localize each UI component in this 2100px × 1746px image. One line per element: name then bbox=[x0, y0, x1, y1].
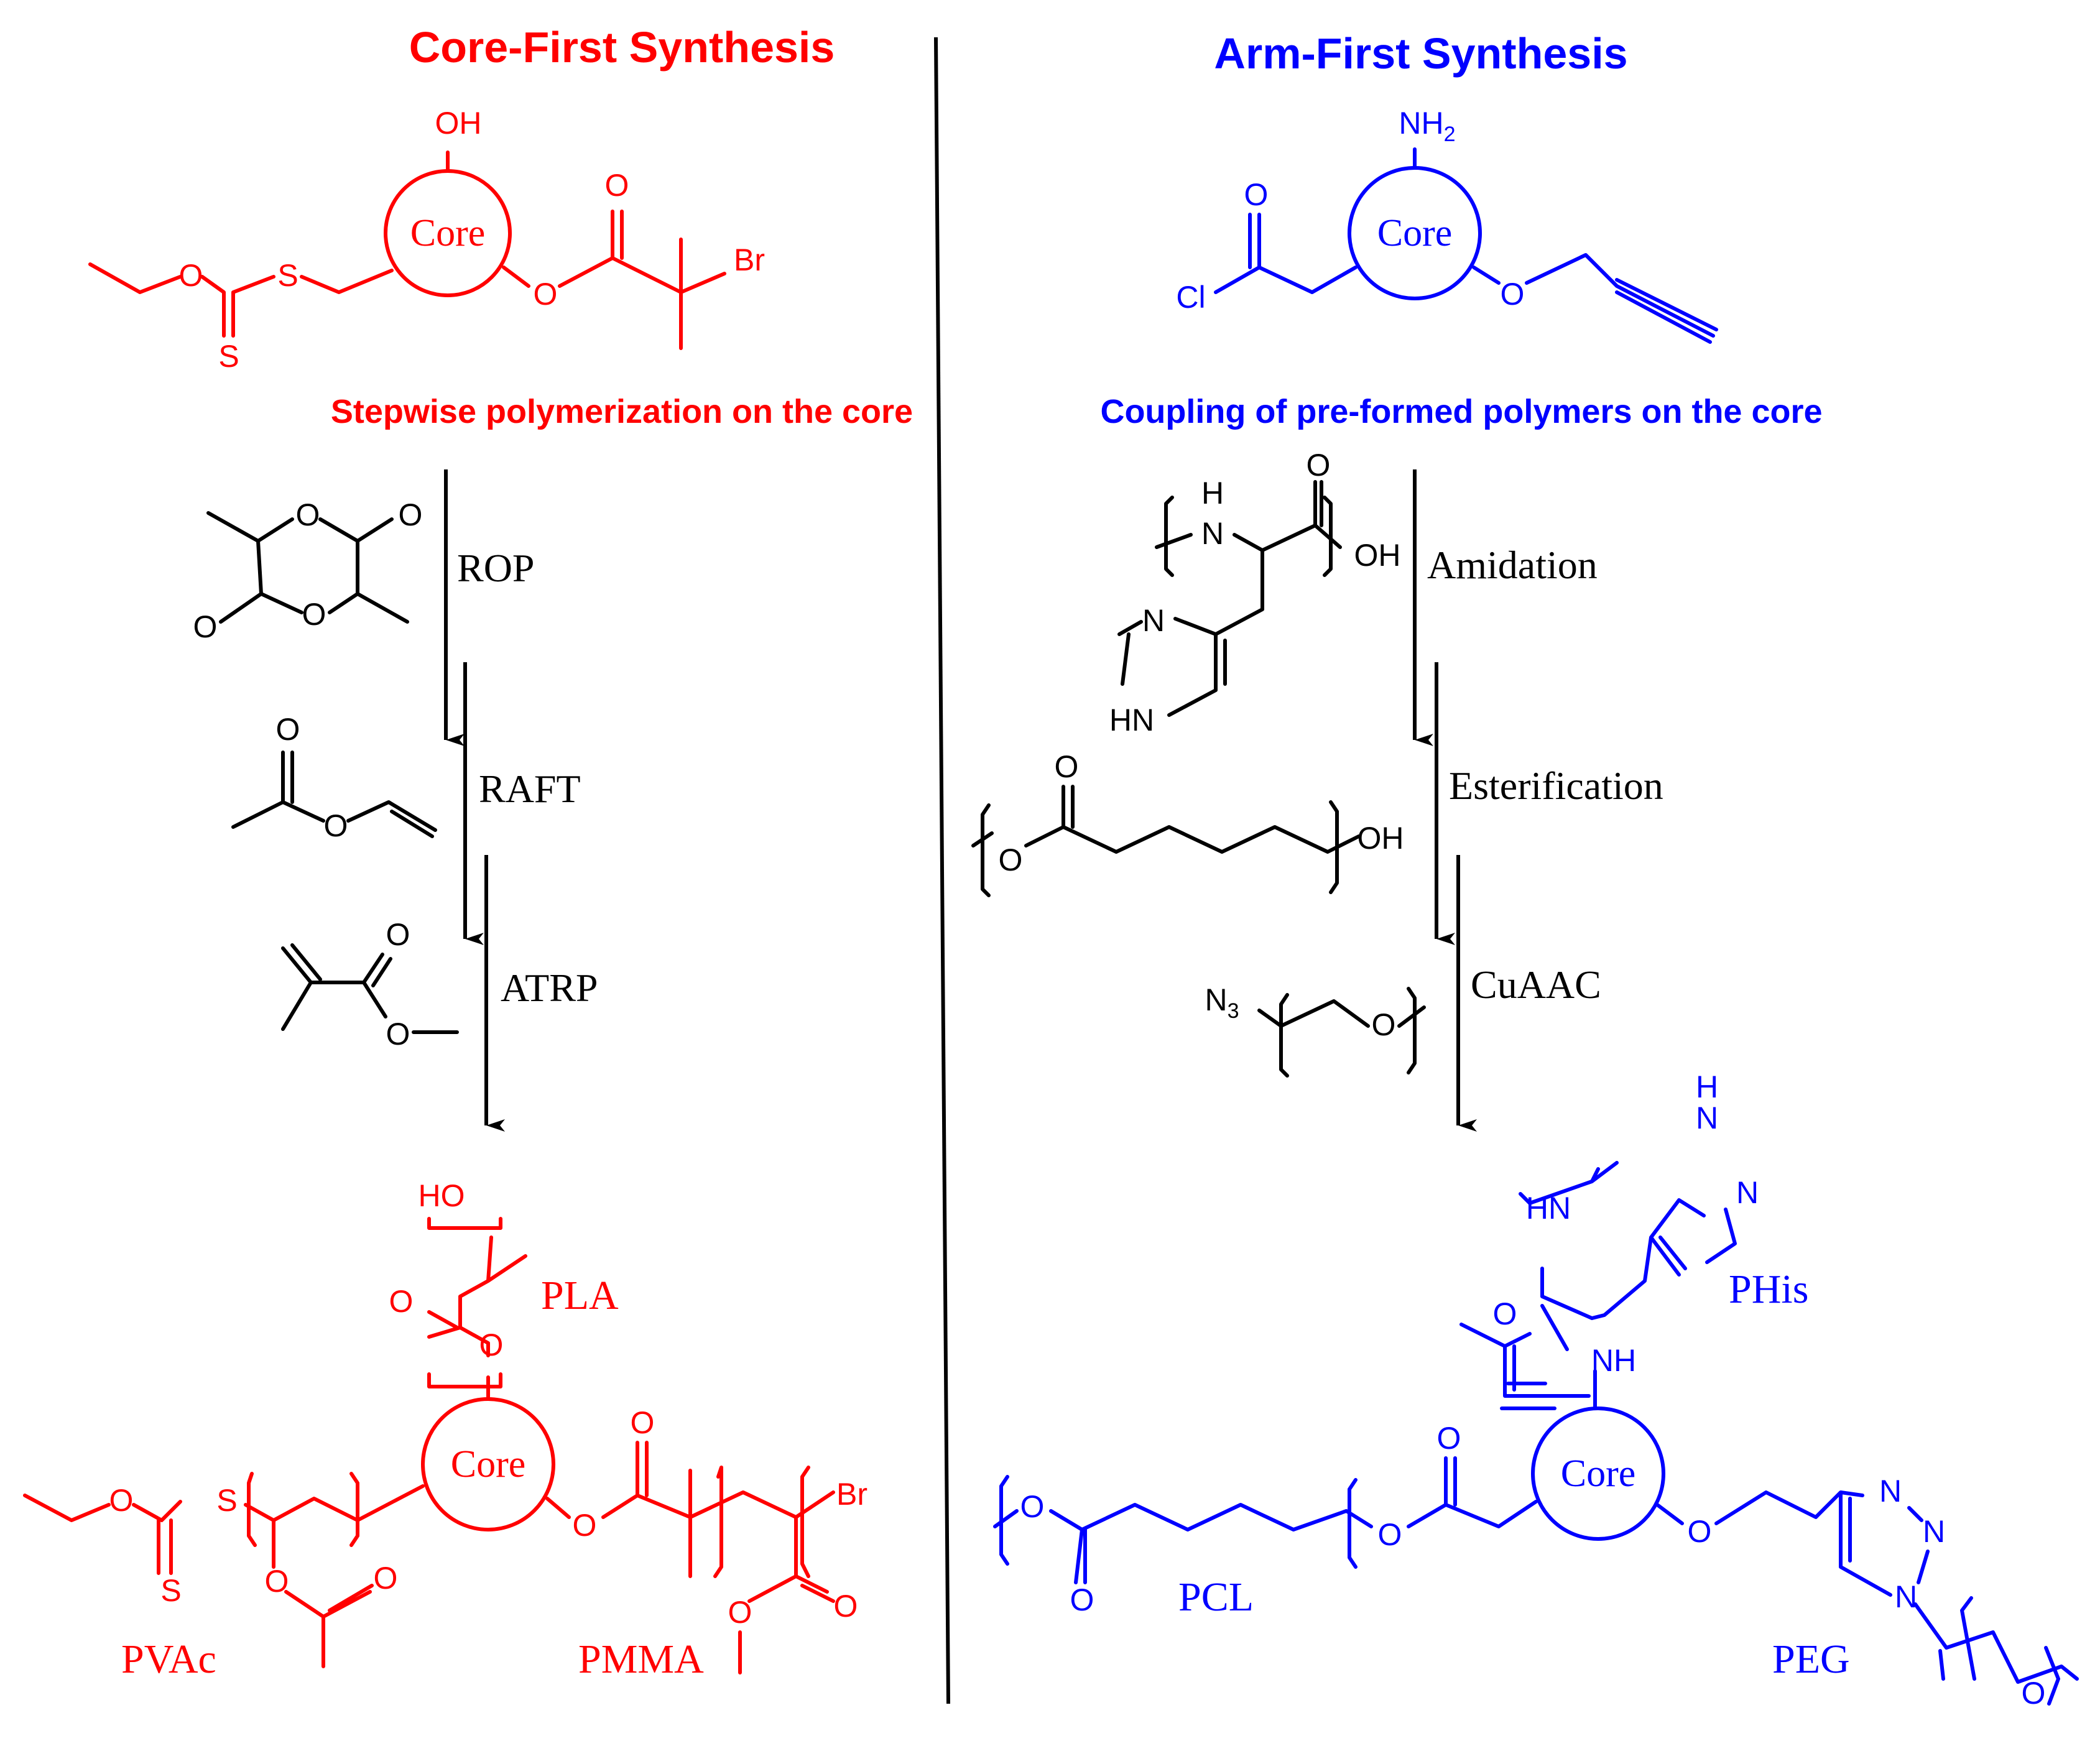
pla-label: PLA bbox=[541, 1273, 619, 1318]
arm-first-initiator: Core NH2 O Cl O bbox=[1176, 106, 1718, 344]
pvac-o-carbonyl: O bbox=[374, 1561, 398, 1596]
arm-core-label: Core bbox=[1377, 212, 1453, 254]
pcl-label: PCL bbox=[1178, 1574, 1254, 1620]
histidine-molecule: H N O OH N HN bbox=[1109, 448, 1401, 737]
arm-first-title: Arm-First Synthesis bbox=[1214, 29, 1627, 78]
pla-o-ester: O bbox=[479, 1328, 504, 1362]
cuaac-label: CuAAC bbox=[1471, 963, 1601, 1007]
hydroxyl-label: OH bbox=[435, 106, 482, 141]
arm-first-subtitle: Coupling of pre-formed polymers on the c… bbox=[1100, 393, 1822, 430]
vinyl-acetate-molecule: O O bbox=[231, 712, 437, 843]
phis-h-label: H bbox=[1696, 1069, 1718, 1104]
product-core-label: Core bbox=[451, 1443, 526, 1485]
ester-o-label: O bbox=[534, 277, 558, 312]
pvac-o-ester: O bbox=[265, 1564, 289, 1599]
lactide-o2: O bbox=[302, 597, 326, 632]
arm-product-core-label: Core bbox=[1561, 1453, 1636, 1495]
pmma-o-methoxy: O bbox=[728, 1595, 752, 1630]
bromine-label: Br bbox=[734, 242, 765, 277]
peg-o-label: O bbox=[1372, 1007, 1396, 1042]
amidation-label: Amidation bbox=[1427, 543, 1598, 587]
pcl-precursor-molecule: O O OH bbox=[971, 749, 1404, 897]
phis-label: PHis bbox=[1729, 1267, 1808, 1312]
atrp-label: ATRP bbox=[501, 966, 598, 1010]
phis-nh-label: NH bbox=[1591, 1343, 1636, 1378]
pcl-o-carbonyl-label: O bbox=[1437, 1421, 1461, 1456]
pmma-o-ester: O bbox=[573, 1508, 597, 1543]
carbonyl-o-label: O bbox=[605, 168, 629, 203]
pmma-o-carbonyl: O bbox=[631, 1405, 655, 1440]
his-h-label: H bbox=[1201, 476, 1224, 510]
vinyl-acetate-o1: O bbox=[276, 712, 300, 747]
his-ring-hn-label: HN bbox=[1109, 703, 1154, 737]
his-o-label: O bbox=[1307, 448, 1331, 483]
core-first-title: Core-First Synthesis bbox=[409, 23, 835, 72]
pvac-label: PVAc bbox=[121, 1637, 216, 1682]
phis-hn-label: HN bbox=[1526, 1191, 1571, 1226]
lactide-o3: O bbox=[399, 497, 423, 532]
acyl-o-label: O bbox=[1244, 177, 1269, 212]
amine-label: NH2 bbox=[1399, 106, 1455, 146]
center-divider bbox=[934, 37, 950, 1704]
lactide-o4: O bbox=[193, 609, 218, 644]
core-first-initiator: Core OH O S S O O Br bbox=[88, 106, 765, 374]
rop-label: ROP bbox=[457, 546, 535, 590]
pla-o-carbonyl: O bbox=[389, 1284, 414, 1319]
propargyl-o-label: O bbox=[1501, 277, 1525, 312]
phis-o-amide-label: O bbox=[1493, 1296, 1517, 1331]
mma-o1: O bbox=[386, 917, 410, 952]
pcl-o-side-label: O bbox=[1070, 1582, 1094, 1617]
core-first-subtitle: Stepwise polymerization on the core bbox=[331, 393, 913, 430]
pmma-o-side: O bbox=[834, 1589, 858, 1624]
lactide-o1: O bbox=[296, 497, 320, 532]
triazole-n1-label: N bbox=[1879, 1474, 1902, 1508]
mma-o2: O bbox=[386, 1017, 410, 1051]
pvac-s1: S bbox=[216, 1483, 237, 1518]
chlorine-label: Cl bbox=[1176, 280, 1205, 315]
pcl-o-link-label: O bbox=[1378, 1517, 1402, 1552]
his-n-label: N bbox=[1201, 516, 1224, 551]
pcl-oh: OH bbox=[1358, 821, 1404, 856]
azide-label: N3 bbox=[1205, 982, 1239, 1023]
pvac-s2: S bbox=[160, 1573, 181, 1608]
pcl-o2: O bbox=[1055, 749, 1079, 784]
phis-n-top-label: N bbox=[1696, 1101, 1718, 1135]
his-oh-label: OH bbox=[1354, 538, 1401, 573]
pmma-bromine: Br bbox=[836, 1477, 867, 1512]
raft-label: RAFT bbox=[479, 767, 581, 811]
core-label: Core bbox=[410, 212, 486, 254]
xanthate-o-label: O bbox=[179, 258, 203, 293]
pcl-o-end-label: O bbox=[1020, 1489, 1045, 1524]
pmma-label: PMMA bbox=[578, 1637, 704, 1682]
pla-ho-label: HO bbox=[419, 1178, 465, 1213]
peg-o-ether-label: O bbox=[1688, 1514, 1712, 1549]
lactide-molecule: O O O O bbox=[193, 497, 423, 644]
vinyl-acetate-o2: O bbox=[324, 808, 348, 843]
peg-precursor-molecule: N3 O bbox=[1205, 982, 1426, 1078]
thione-s-label: S bbox=[218, 339, 239, 374]
pvac-o-xanthate: O bbox=[109, 1483, 134, 1518]
peg-o-end-label: O bbox=[2022, 1676, 2046, 1711]
mma-molecule: O O bbox=[281, 917, 459, 1051]
phis-n-ring-label: N bbox=[1736, 1175, 1759, 1210]
arm-first-product: Core H N N HN O NH PHis O O O O PCL O N … bbox=[993, 1069, 2079, 1711]
thioester-s-label: S bbox=[277, 258, 298, 293]
peg-label: PEG bbox=[1772, 1637, 1850, 1682]
his-ring-n-label: N bbox=[1142, 603, 1165, 638]
esterification-label: Esterification bbox=[1449, 764, 1663, 808]
core-first-product: Core HO O O PLA O S S O O PVAc O O Br O … bbox=[23, 1178, 867, 1682]
pcl-o1: O bbox=[999, 843, 1023, 877]
triazole-n3-label: N bbox=[1895, 1579, 1917, 1614]
triazole-n2-label: N bbox=[1923, 1514, 1945, 1549]
